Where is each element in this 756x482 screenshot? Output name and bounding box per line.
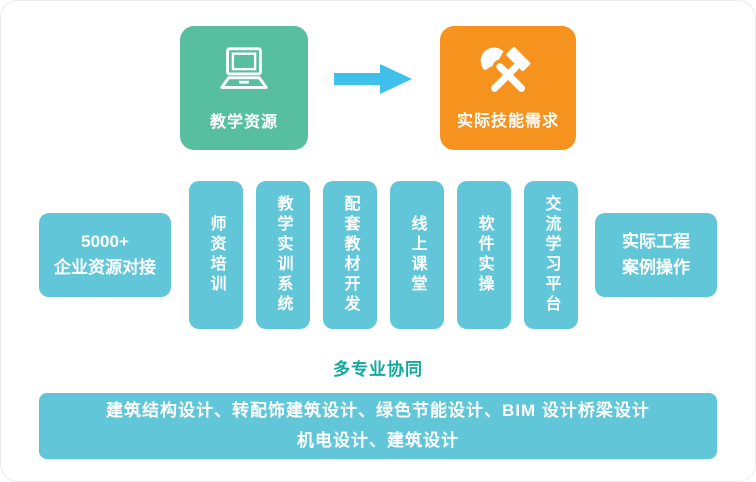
pillar-teacher-training: 师资培训 [188, 181, 243, 329]
pillar-training-system: 教学实训系统 [255, 181, 310, 329]
flow-row: 教学资源 实际技能需求 [1, 26, 755, 150]
pillar-label: 教学实训系统 [274, 195, 292, 315]
engineering-case-box: 实际工程 案例操作 [595, 213, 717, 297]
engineering-case-line1: 实际工程 [622, 231, 690, 251]
teaching-resources-box: 教学资源 [180, 26, 308, 150]
pillar-label: 配套教材开发 [341, 195, 359, 315]
enterprise-resources-line1: 5000+ [81, 231, 129, 251]
skill-needs-box: 实际技能需求 [440, 26, 576, 150]
pillar-learning-platform: 交流学习平台 [523, 181, 578, 329]
flow-arrow-icon [334, 61, 414, 97]
engineering-case-line2: 案例操作 [622, 258, 690, 277]
laptop-icon [213, 45, 275, 101]
skill-needs-label: 实际技能需求 [456, 112, 559, 130]
pillar-label: 交流学习平台 [542, 195, 560, 315]
enterprise-resources-box: 5000+ 企业资源对接 [39, 213, 171, 297]
pillar-columns: 师资培训 教学实训系统 配套教材开发 线上课堂 软件实操 交流学习平台 [188, 181, 578, 329]
wrench-hammer-icon [479, 46, 537, 100]
middle-row: 5000+ 企业资源对接 师资培训 教学实训系统 配套教材开发 线上课堂 软件实… [1, 181, 755, 329]
pillar-online-classroom: 线上课堂 [389, 181, 444, 329]
teaching-resources-label: 教学资源 [209, 113, 278, 131]
collaboration-title: 多专业协同 [333, 360, 423, 379]
disciplines-line2: 机电设计、建筑设计 [297, 431, 459, 450]
pillar-label: 线上课堂 [408, 215, 426, 295]
pillar-label: 师资培训 [207, 215, 225, 295]
disciplines-line1: 建筑结构设计、转配饰建筑设计、绿色节能设计、BIM 设计桥梁设计 [106, 401, 650, 421]
pillar-label: 软件实操 [475, 215, 493, 295]
enterprise-resources-line2: 企业资源对接 [54, 258, 156, 277]
pillar-software-practice: 软件实操 [456, 181, 511, 329]
disciplines-banner: 建筑结构设计、转配饰建筑设计、绿色节能设计、BIM 设计桥梁设计 机电设计、建筑… [39, 393, 717, 459]
pillar-textbook-development: 配套教材开发 [322, 181, 377, 329]
